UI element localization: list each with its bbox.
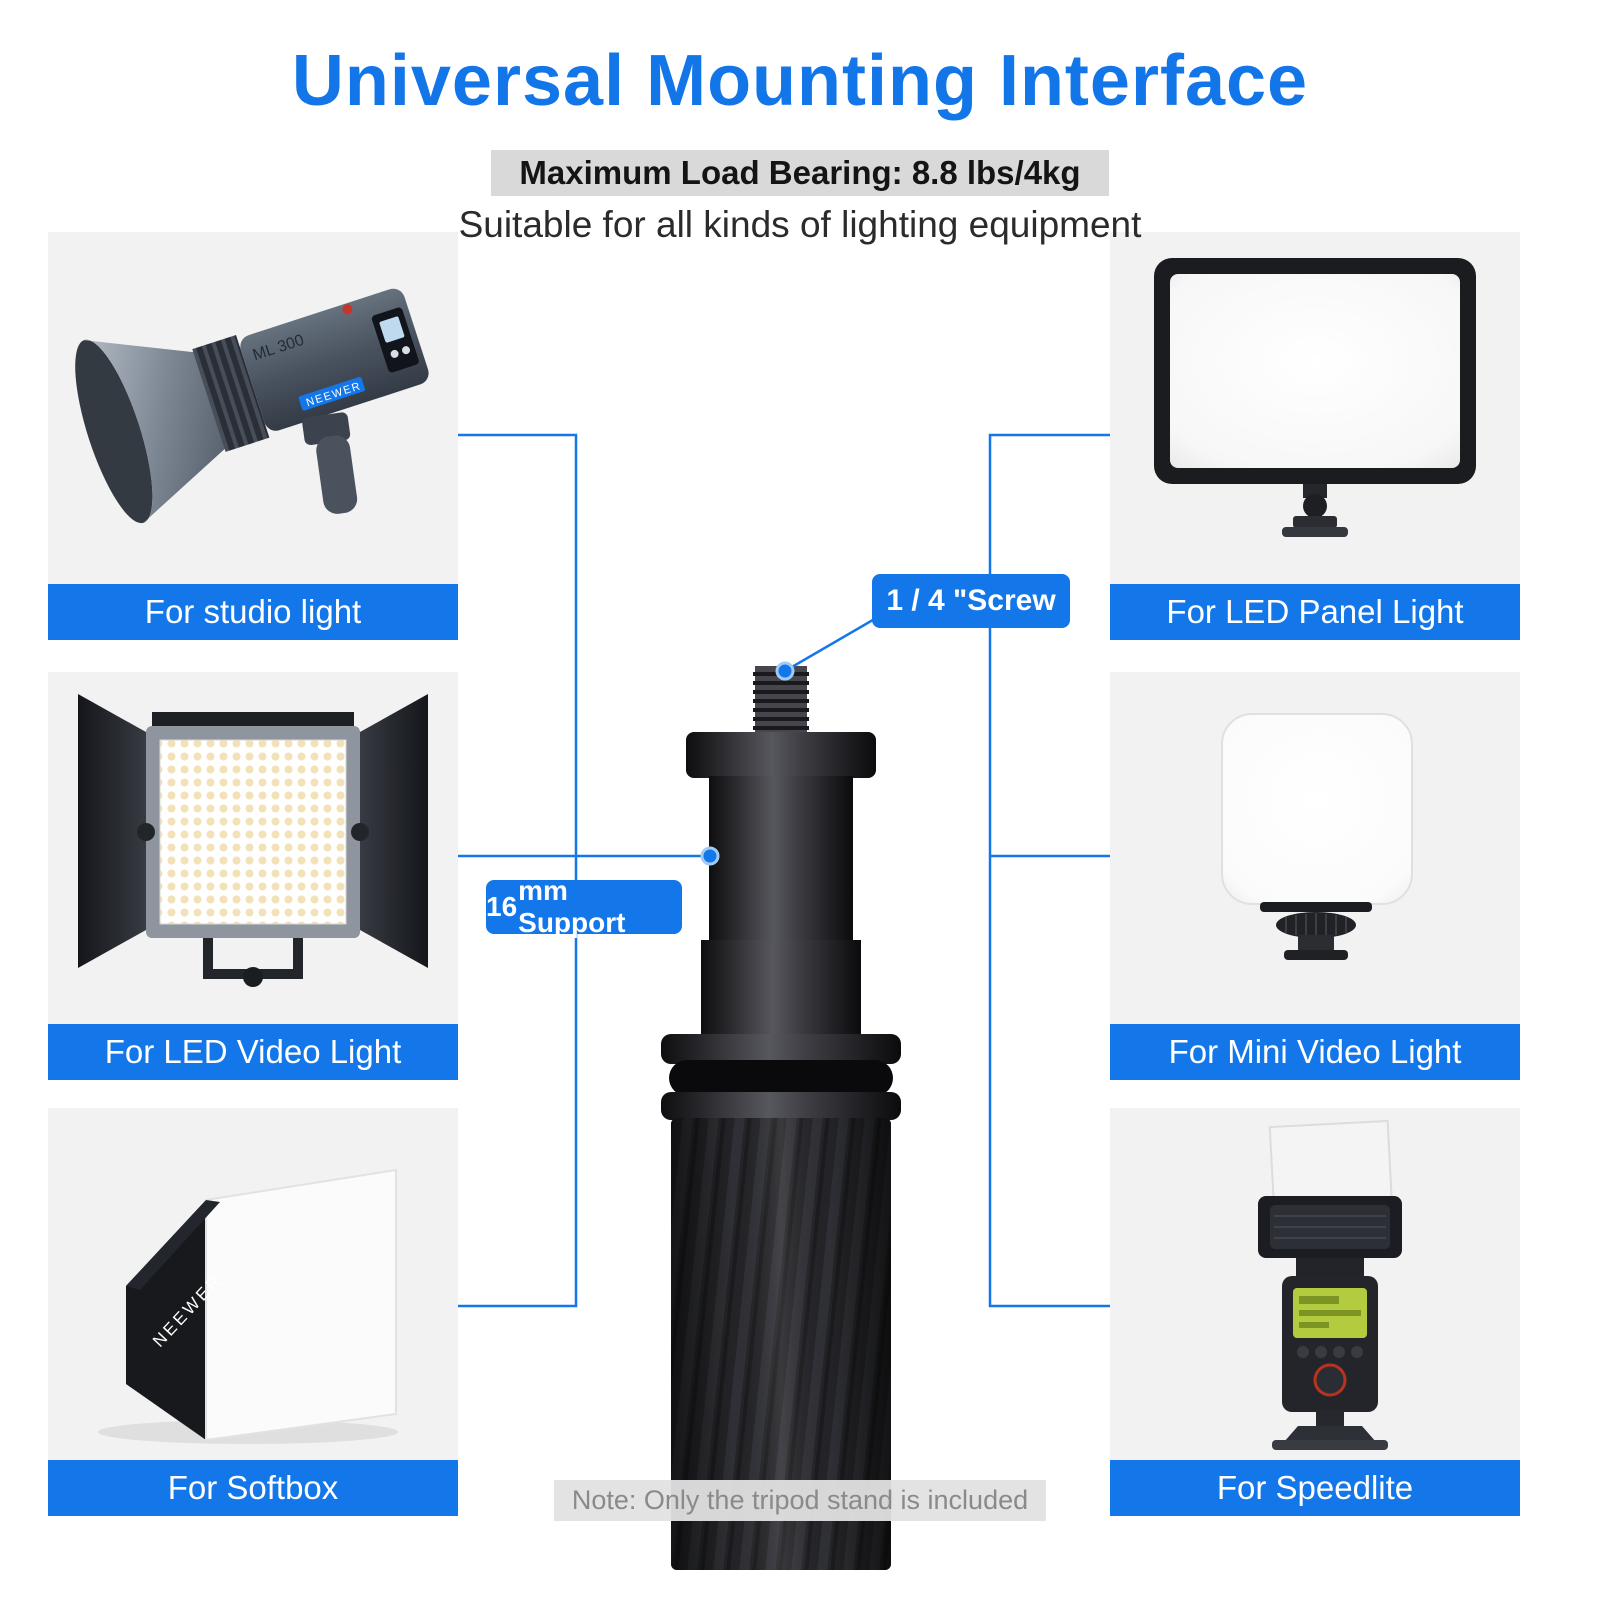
note-text: Note: Only the tripod stand is included xyxy=(553,1480,1047,1521)
caption-speedlite: For Speedlite xyxy=(1110,1460,1520,1516)
spigot-neck xyxy=(709,776,853,944)
card-softbox: NEEWER For Softbox xyxy=(48,1108,458,1516)
card-mini-video-light: For Mini Video Light xyxy=(1110,672,1520,1080)
led-video-light-illustration xyxy=(78,694,428,987)
card-speedlite: For Speedlite xyxy=(1110,1108,1520,1516)
screw-callout-badge: 1 / 4 "Screw xyxy=(872,574,1070,628)
caption-softbox: For Softbox xyxy=(48,1460,458,1516)
page-title: Universal Mounting Interface xyxy=(291,41,1309,121)
led-panel-light-image xyxy=(1110,232,1520,584)
caption-mini-video-light: For Mini Video Light xyxy=(1110,1024,1520,1080)
tripod-spigot-image xyxy=(661,666,901,1570)
led-panel-light-illustration xyxy=(1154,258,1476,537)
support-callout-label: mm Support xyxy=(518,875,626,938)
softbox-image: NEEWER xyxy=(48,1108,458,1460)
caption-led-video-light: For LED Video Light xyxy=(48,1024,458,1080)
load-bearing-badge: Maximum Load Bearing: 8.8 lbs/4kg xyxy=(491,150,1109,196)
spigot-cap xyxy=(686,732,876,778)
studio-light-illustration: ML 300 NEEWER xyxy=(75,288,429,524)
card-led-video-light: For LED Video Light xyxy=(48,672,458,1080)
quarter-inch-screw xyxy=(753,666,809,736)
o-ring xyxy=(669,1060,893,1096)
spigot-barrel xyxy=(701,940,861,1036)
support-size-label: 16 xyxy=(486,891,518,922)
softbox-illustration: NEEWER xyxy=(98,1168,398,1444)
mini-video-light-image xyxy=(1110,672,1520,1024)
subtitle: Suitable for all kinds of lighting equip… xyxy=(458,204,1142,245)
speedlite-image xyxy=(1110,1108,1520,1460)
right-bracket-line xyxy=(988,433,1110,1308)
card-studio-light: ML 300 NEEWER For studio light xyxy=(48,232,458,640)
stand-column xyxy=(671,1118,891,1570)
screw-callout-label: 1 / 4 "Screw xyxy=(886,584,1056,617)
spigot-flange-top xyxy=(661,1034,901,1064)
header: Universal Mounting Interface Maximum Loa… xyxy=(0,0,1600,246)
spigot-flange-bottom xyxy=(661,1092,901,1120)
led-video-light-image xyxy=(48,672,458,1024)
mini-video-light-illustration xyxy=(1221,713,1413,960)
left-bracket-line xyxy=(458,433,578,1308)
speedlite-illustration xyxy=(1258,1119,1402,1450)
caption-led-panel-light: For LED Panel Light xyxy=(1110,584,1520,640)
caption-studio-light: For studio light xyxy=(48,584,458,640)
card-led-panel-light: For LED Panel Light xyxy=(1110,232,1520,640)
studio-light-image: ML 300 NEEWER xyxy=(48,232,458,584)
